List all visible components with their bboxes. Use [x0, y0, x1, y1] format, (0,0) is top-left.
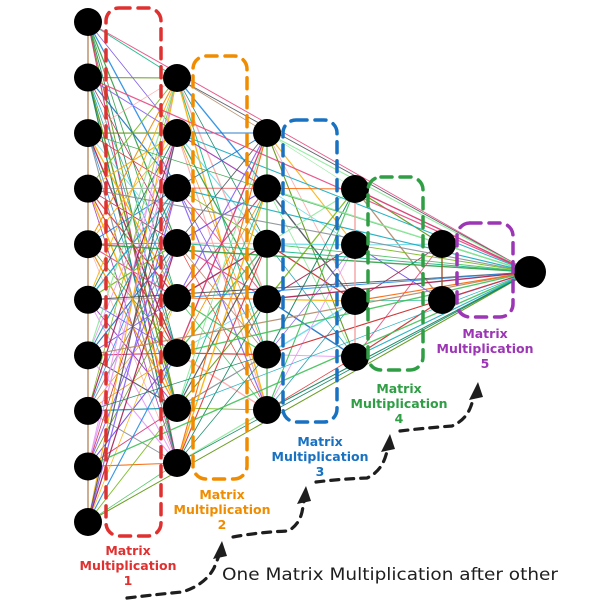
edge [266, 243, 531, 273]
caption-text: One Matrix Multiplication after other [222, 565, 558, 585]
layer-4-node [341, 287, 369, 315]
layer-1-node [74, 174, 102, 203]
arrowhead-4-icon [469, 382, 483, 400]
layer-1-node [74, 285, 102, 314]
label-matmul-5-line-1: Matrix [462, 326, 507, 341]
layer-1-node [74, 63, 102, 92]
layer-3-node [253, 229, 281, 258]
matrix-multiplication-box-5 [455, 221, 515, 319]
edge [176, 409, 268, 464]
label-matmul-5-number: 5 [481, 356, 490, 371]
matrix-multiplication-box-2 [191, 54, 249, 481]
label-matmul-3-number: 3 [316, 464, 325, 479]
layer-2-node [163, 119, 191, 147]
layer-2-node [163, 174, 191, 202]
edge [266, 244, 356, 411]
sequence-arrow [125, 382, 483, 600]
label-matmul-4-number: 4 [395, 411, 404, 426]
edge [266, 271, 531, 411]
layer-1-node [74, 452, 102, 481]
layer-2-node [163, 394, 191, 422]
edge [176, 77, 531, 273]
matrix-multiplication-box-4 [366, 175, 425, 372]
label-matmul-2-line-1: Matrix [199, 487, 244, 502]
layer-2-node [163, 284, 191, 312]
edge [266, 356, 356, 411]
edge [176, 132, 268, 354]
label-matmul-1-line-2: Multiplication [80, 558, 177, 573]
layer-3-node [253, 396, 281, 424]
arrowhead-3-icon [381, 434, 395, 452]
layer-4-node [341, 175, 369, 203]
label-matmul-3-line-2: Multiplication [272, 449, 369, 464]
edge [87, 271, 531, 523]
arrowhead-1-icon [213, 541, 227, 559]
layer-2-node [163, 229, 191, 257]
edge [354, 243, 443, 246]
label-matmul-2-number: 2 [218, 517, 227, 532]
layer-1-node [74, 341, 102, 370]
arrowhead-2-icon [297, 486, 311, 504]
layer-3-node [253, 119, 281, 147]
edge [266, 188, 356, 245]
label-matmul-4-line-1: Matrix [376, 381, 421, 396]
edge [176, 77, 268, 134]
output-layer-node [514, 256, 546, 288]
label-matmul-1-number: 1 [124, 573, 133, 588]
layer-3-node [253, 174, 281, 203]
layer-5-node [428, 230, 456, 258]
label-matmul-4-line-2: Multiplication [351, 396, 448, 411]
layer-2-node [163, 64, 191, 92]
edge [266, 132, 531, 273]
edge [176, 271, 531, 409]
layer-5-node [428, 286, 456, 314]
layer-1-node [74, 508, 102, 536]
layer-1-node [74, 396, 102, 425]
layer-4-node [341, 343, 369, 371]
layer-2-node [163, 449, 191, 477]
layer-1-node [74, 119, 102, 148]
matrix-multiplication-box-3 [281, 118, 339, 424]
neuron-nodes-group [74, 8, 546, 536]
edge [176, 187, 531, 273]
edge [87, 21, 178, 79]
matrix-multiplication-boxes-group [104, 6, 515, 538]
edge [87, 21, 531, 273]
layer-1-node [74, 230, 102, 259]
box-labels: Matrix Multiplication 1 Matrix Multiplic… [80, 326, 534, 588]
edge [266, 187, 531, 273]
edge [87, 242, 178, 523]
layer-2-node [163, 339, 191, 367]
layer-3-node [253, 340, 281, 369]
layer-4-node [341, 231, 369, 259]
label-matmul-1-line-1: Matrix [105, 543, 150, 558]
label-matmul-3-line-1: Matrix [297, 434, 342, 449]
edge [266, 271, 531, 300]
edge [176, 132, 268, 244]
edge [176, 271, 531, 299]
edge [266, 132, 356, 190]
arrow-segment-3 [314, 441, 391, 484]
layer-3-node [253, 285, 281, 314]
arrow-segment-2 [231, 493, 307, 539]
layer-1-node [74, 8, 102, 36]
label-matmul-5-line-2: Multiplication [437, 341, 534, 356]
edge [266, 271, 531, 356]
label-matmul-2-line-2: Multiplication [174, 502, 271, 517]
edge [87, 132, 178, 523]
edge [354, 271, 531, 358]
